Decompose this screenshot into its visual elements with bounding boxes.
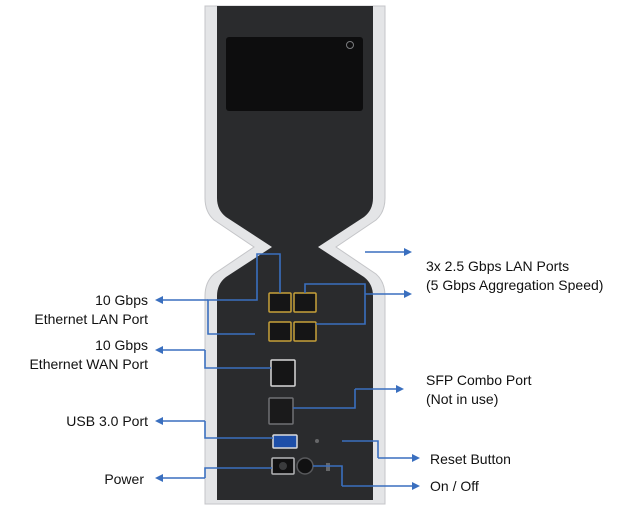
onoff-label-text: On / Off [430, 478, 479, 494]
reset-label-text: Reset Button [430, 451, 511, 467]
lan25-label-line1: 3x 2.5 Gbps LAN Ports [426, 258, 570, 274]
lan10-label: 10 Gbps Ethernet LAN Port [2, 291, 148, 329]
chassis-body [217, 6, 373, 500]
power-callout-line [204, 467, 272, 478]
sfp-label-line2: (Not in use) [426, 391, 499, 407]
lan25-callout-line [304, 283, 366, 325]
wan10-label: 10 Gbps Ethernet WAN Port [2, 336, 148, 374]
vent-slot [326, 463, 330, 471]
sfp-label-line1: SFP Combo Port [426, 372, 532, 388]
wan10-label-line2: Ethernet WAN Port [29, 356, 148, 372]
power-label: Power [2, 470, 144, 489]
sfp-label: SFP Combo Port (Not in use) [426, 371, 532, 409]
usb-label-text: USB 3.0 Port [66, 413, 148, 429]
onoff-switch [296, 457, 314, 475]
reset-callout-line [342, 440, 379, 458]
wan10-port [270, 359, 296, 387]
sfp-port [268, 397, 294, 425]
lan25-label-line2: (5 Gbps Aggregation Speed) [426, 277, 604, 293]
lan10-label-line1: 10 Gbps [95, 292, 148, 308]
power-label-text: Power [104, 471, 144, 487]
router-chassis [204, 5, 386, 505]
lan10-port [268, 292, 292, 313]
wan10-label-line1: 10 Gbps [95, 337, 148, 353]
lan25-port-1 [293, 292, 317, 313]
power-jack-pin [279, 462, 287, 470]
screw-icon [346, 41, 354, 49]
usb-port [272, 434, 298, 449]
onoff-callout-line [313, 465, 343, 486]
wan10-callout-line [204, 350, 271, 369]
vent-panel [226, 37, 363, 111]
sfp-callout-line [293, 389, 356, 409]
reset-button-hole [315, 439, 319, 443]
lan25-port-2 [268, 321, 292, 342]
lan25-label: 3x 2.5 Gbps LAN Ports (5 Gbps Aggregatio… [426, 257, 603, 295]
reset-label: Reset Button [430, 450, 511, 469]
usb-label: USB 3.0 Port [2, 412, 148, 431]
lan10-label-line2: Ethernet LAN Port [34, 311, 148, 327]
callout-lines [155, 248, 420, 490]
onoff-label: On / Off [430, 477, 479, 496]
lan10-callout-line [207, 253, 281, 335]
usb-callout-line [204, 421, 273, 439]
lan25-port-3 [293, 321, 317, 342]
